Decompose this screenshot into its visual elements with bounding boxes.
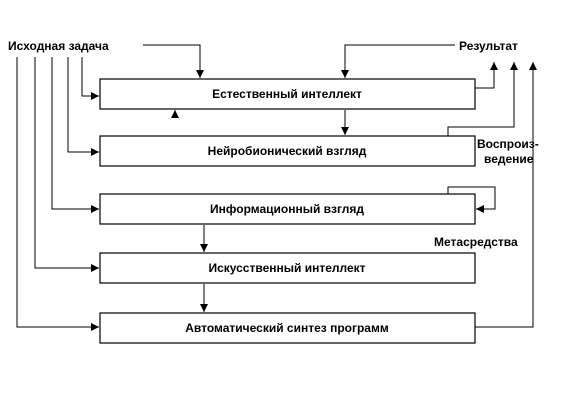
box-program-synthesis-label: Автоматический синтез программ — [185, 321, 389, 335]
synth-to-result-arrow — [475, 62, 537, 328]
box-information-view — [99, 193, 476, 225]
box-artificial-intelligence-label: Искусственный интеллект — [208, 261, 365, 275]
neuro-to-result-arrow — [447, 62, 518, 136]
reproduction-to-info-arrow — [447, 186, 496, 213]
feed-natural-arrow — [81, 57, 99, 100]
result-label: Результат — [459, 39, 518, 53]
box-natural-intelligence — [99, 78, 476, 110]
box-neurobionic-view-label: Нейробионический взгляд — [208, 144, 367, 158]
feed-synth-arrow — [16, 57, 99, 331]
source-task-label: Исходная задача — [8, 39, 109, 53]
reproduction-label-line2: ведение — [484, 152, 534, 166]
box-natural-intelligence-label: Естественный интеллект — [212, 87, 362, 101]
reproduction-label-line1: Воспроиз- — [477, 137, 539, 151]
result-to-natural-arrow — [341, 44, 455, 78]
box-information-view-label: Информационный взгляд — [210, 202, 364, 216]
box-program-synthesis — [99, 312, 476, 344]
feed-ai-arrow — [34, 57, 99, 272]
meta-means-label: Метасредства — [434, 235, 518, 249]
source-task-to-natural-arrow — [143, 44, 204, 78]
feed-info-arrow — [51, 57, 99, 213]
feed-neuro-arrow — [67, 57, 99, 156]
box-artificial-intelligence — [99, 252, 476, 284]
natural-to-result-arrow — [475, 62, 498, 89]
box-neurobionic-view — [99, 135, 476, 167]
